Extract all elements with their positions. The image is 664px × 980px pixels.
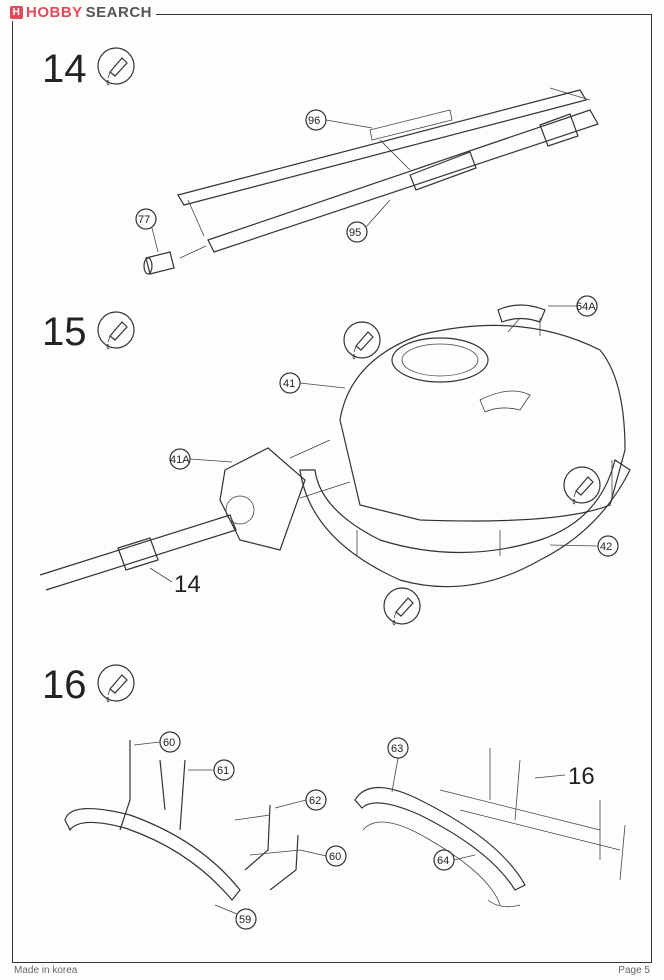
glue-tube-icon xyxy=(563,466,601,505)
part-callout: 60 xyxy=(163,737,175,749)
logo-suffix: SEARCH xyxy=(85,4,153,21)
part-callout: 59 xyxy=(239,914,251,926)
step-15: 15 64A 41 41A 42 xyxy=(39,295,631,626)
part-callout: 41A xyxy=(170,454,190,466)
logo-brand: HOBBY xyxy=(26,4,83,21)
part-callout: 96 xyxy=(308,115,320,127)
part-callout: 95 xyxy=(349,227,361,239)
step-number: 14 xyxy=(42,47,87,91)
part-callout: 64A xyxy=(576,301,596,313)
part-callout: 63 xyxy=(391,743,403,755)
right-rack-assembly xyxy=(354,748,626,908)
part-callout: 60 xyxy=(329,851,341,863)
step-16: 16 60 61 62 60 59 63 64 16 xyxy=(42,663,626,930)
barrel-part-96 xyxy=(177,89,587,206)
part-callout: 64 xyxy=(437,855,449,867)
logo-icon: H xyxy=(10,6,23,19)
part-77 xyxy=(143,251,175,275)
glue-tube-icon xyxy=(97,47,135,86)
step-number: 15 xyxy=(42,310,87,354)
barrel-assembly-14 xyxy=(39,514,237,591)
barrel-part-95 xyxy=(207,109,599,253)
mantlet-part-41A xyxy=(219,447,306,551)
step-number: 16 xyxy=(42,663,87,707)
footer-page-number: Page 5 xyxy=(618,965,650,976)
part-callout: 41 xyxy=(283,378,295,390)
left-rack-assembly xyxy=(64,740,301,901)
turret-part-42 xyxy=(299,459,631,588)
part-callout: 61 xyxy=(217,765,229,777)
part-64A xyxy=(497,304,546,323)
turret-part-41 xyxy=(339,324,626,522)
glue-tube-icon xyxy=(97,664,135,703)
subassembly-label: 14 xyxy=(174,571,201,598)
part-callout: 42 xyxy=(600,541,612,553)
footer-origin: Made in korea xyxy=(14,965,78,976)
part-callout: 77 xyxy=(138,214,150,226)
page-frame xyxy=(12,14,652,963)
glue-tube-icon xyxy=(97,311,135,350)
part-callout: 62 xyxy=(309,795,321,807)
subassembly-label: 16 xyxy=(568,763,595,790)
glue-tube-icon xyxy=(383,587,421,626)
step-14: 14 96 95 77 xyxy=(42,47,599,275)
logo: H HOBBY SEARCH xyxy=(6,4,157,21)
glue-tube-icon xyxy=(343,321,381,360)
